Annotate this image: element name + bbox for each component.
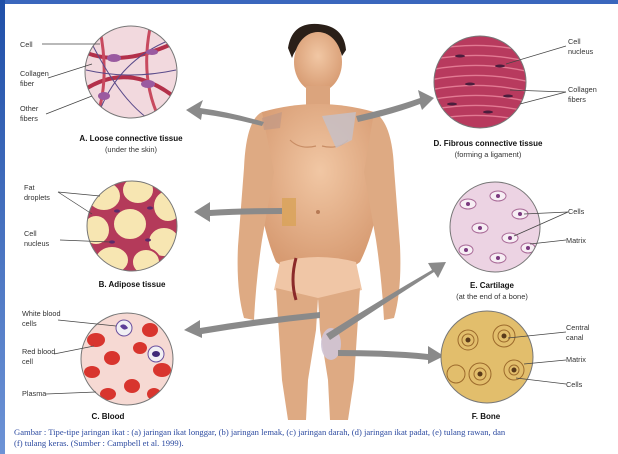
panel-adipose-tissue	[82, 176, 183, 275]
panel-a-subtitle: (under the skin)	[105, 145, 158, 154]
label-fibers: fibers	[568, 95, 586, 104]
panel-f-title: F. Bone	[472, 412, 501, 421]
caption-line-2: (f) tulang keras. (Sumber : Campbell et …	[14, 438, 614, 449]
panel-fibrous-connective-tissue	[430, 36, 530, 128]
panel-c-title: C. Blood	[92, 412, 125, 421]
figure-caption: Gambar : Tipe-tipe jaringan ikat : (a) j…	[14, 427, 614, 449]
label-matrix: Matrix	[566, 355, 586, 364]
panel-a-title: A. Loose connective tissue	[79, 134, 183, 143]
panel-b-title: B. Adipose tissue	[99, 280, 166, 289]
label-cell: cell	[22, 357, 33, 366]
label-cell: Cell	[20, 40, 33, 49]
label-central: Central	[566, 323, 590, 332]
label-fiber: fiber	[20, 79, 35, 88]
panel-d-subtitle: (forming a ligament)	[455, 150, 522, 159]
caption-line-1: Gambar : Tipe-tipe jaringan ikat : (a) j…	[14, 427, 614, 438]
label-cells: cells	[22, 319, 37, 328]
panel-loose-connective-tissue	[80, 26, 180, 120]
panel-cartilage	[450, 182, 540, 272]
label-fat: Fat	[24, 183, 35, 192]
arrow-a	[186, 100, 264, 126]
panel-d-title: D. Fibrous connective tissue	[434, 139, 543, 148]
label-other: Other	[20, 104, 39, 113]
label-cell: Cell	[24, 229, 37, 238]
panel-blood	[81, 313, 173, 405]
label-canal: canal	[566, 333, 584, 342]
label-white-blood: White blood	[22, 309, 61, 318]
label-fibers: fibers	[20, 114, 38, 123]
label-cells: Cells	[566, 380, 583, 389]
panel-e-title: E. Cartilage	[470, 281, 515, 290]
label-red-blood: Red blood	[22, 347, 55, 356]
label-plasma: Plasma	[22, 389, 47, 398]
label-collagen: Collagen	[568, 85, 597, 94]
arrow-d	[356, 90, 434, 122]
label-nucleus: nucleus	[568, 47, 594, 56]
label-cell: Cell	[568, 37, 581, 46]
label-nucleus: nucleus	[24, 239, 50, 248]
label-collagen: Collagen	[20, 69, 49, 78]
label-matrix: Matrix	[566, 236, 586, 245]
panel-bone	[441, 311, 533, 403]
label-cells: Cells	[568, 207, 585, 216]
label-droplets: droplets	[24, 193, 50, 202]
human-figure	[238, 24, 401, 420]
panel-e-subtitle: (at the end of a bone)	[456, 292, 528, 301]
